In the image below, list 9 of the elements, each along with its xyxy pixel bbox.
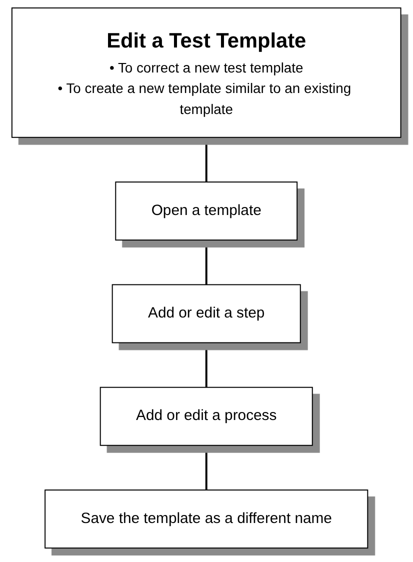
connector bbox=[206, 445, 208, 490]
connector bbox=[206, 137, 208, 182]
node-box: Save the template as a different name bbox=[44, 490, 368, 549]
node-box: Edit a Test Template • To correct a new test template • To create a new template similar to an existing template bbox=[12, 7, 402, 138]
node-box: Open a template bbox=[115, 182, 298, 241]
node-box: Add or edit a process bbox=[100, 386, 313, 446]
connector bbox=[206, 240, 208, 285]
connector bbox=[206, 342, 208, 388]
node-box: Add or edit a step bbox=[112, 284, 302, 344]
